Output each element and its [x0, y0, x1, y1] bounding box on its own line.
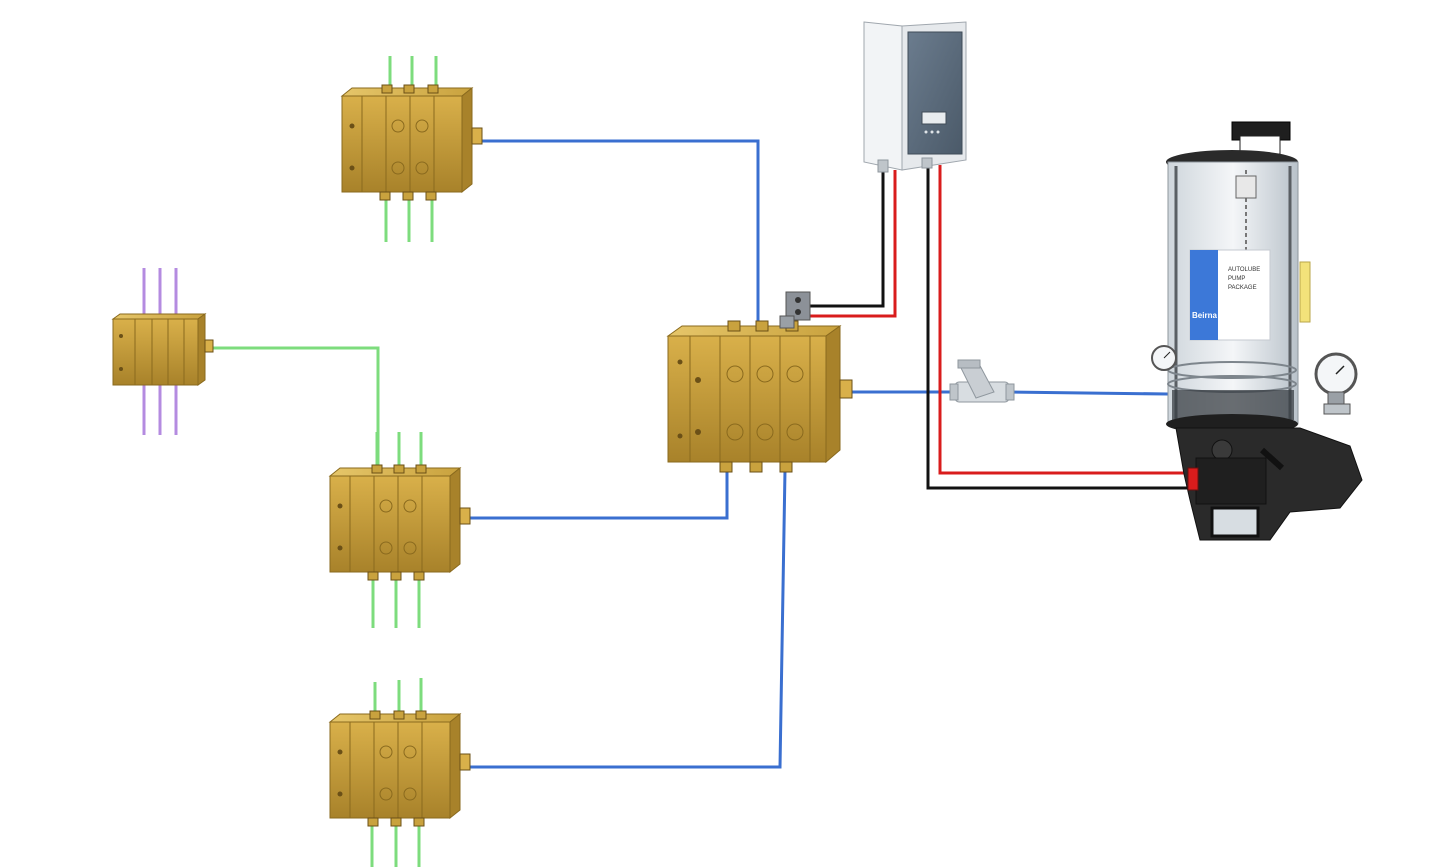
- line-bottom-distributor: [470, 469, 787, 769]
- cable-red-sensor: [808, 170, 897, 318]
- y-strainer-filter: [949, 359, 1015, 403]
- distributor-master: [666, 320, 853, 473]
- controller-front-panel: [907, 31, 963, 155]
- pump-display-window: [1210, 506, 1260, 538]
- pump-label-line-2: PUMP: [1228, 276, 1245, 282]
- distributor-bottom: [328, 710, 471, 827]
- controller-box: [863, 21, 967, 173]
- distributor-top: [340, 84, 483, 201]
- pump-label-line-3: PACKAGE: [1228, 285, 1257, 291]
- pressure-gauge-right: [1314, 352, 1358, 415]
- distributor-left-small: [111, 313, 214, 386]
- cable-red-pump: [938, 165, 1194, 475]
- line-middle-distributor: [470, 470, 729, 520]
- tertiary-lines: [142, 268, 178, 435]
- pressure-gauge-left: [1151, 345, 1177, 371]
- line-small-to-middle: [210, 346, 380, 470]
- line-filter-to-pump: [1007, 390, 1169, 396]
- main-supply-lines: [470, 139, 1169, 769]
- power-cables: [808, 165, 1194, 490]
- cycle-sensor: [779, 291, 811, 329]
- line-top-distributor: [482, 139, 760, 332]
- pump-label-line-1: AUTOLUBE: [1228, 267, 1260, 273]
- lubrication-pump: AUTOLUBE PUMP PACKAGE Beirna: [1151, 121, 1363, 541]
- cable-black-sensor: [808, 170, 885, 308]
- pump-brand-text: Beirna: [1192, 311, 1217, 320]
- distributor-middle: [328, 464, 471, 581]
- cable-black-pump: [926, 165, 1194, 490]
- controller-display: [921, 111, 947, 125]
